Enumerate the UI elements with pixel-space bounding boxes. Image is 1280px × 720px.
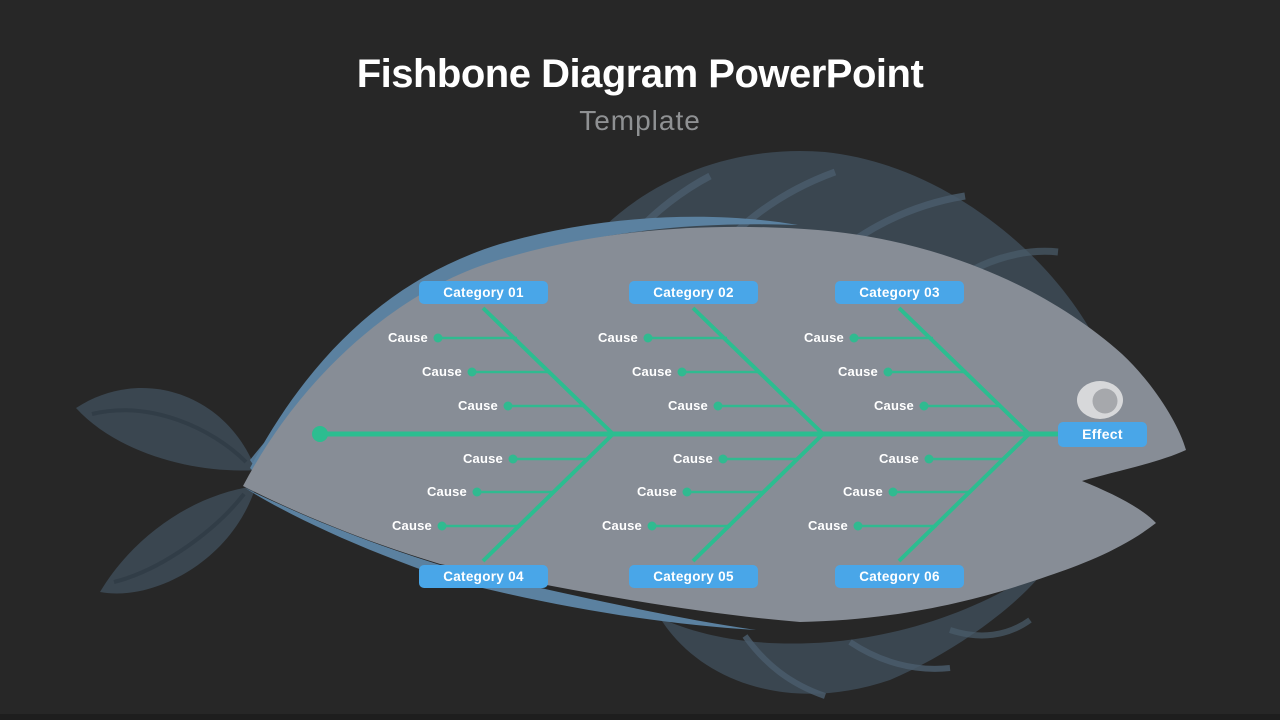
cause-label[interactable]: Cause <box>842 484 883 499</box>
cause-label[interactable]: Cause <box>426 484 467 499</box>
spine-start-dot <box>312 426 328 442</box>
category-box-04[interactable]: Category 04 <box>419 565 548 588</box>
category-box-05[interactable]: Category 05 <box>629 565 758 588</box>
slide-title[interactable]: Fishbone Diagram PowerPoint <box>356 52 924 96</box>
cause-label[interactable]: Cause <box>672 451 713 466</box>
category-box-02[interactable]: Category 02 <box>629 281 758 304</box>
cause-label[interactable]: Cause <box>421 364 462 379</box>
cause-connectors <box>433 333 1004 531</box>
cause-label[interactable]: Cause <box>636 484 677 499</box>
bone-category-06 <box>897 432 1031 563</box>
cause-label[interactable]: Cause <box>387 330 428 345</box>
cause-label[interactable]: Cause <box>807 518 848 533</box>
bottom-edge-strip <box>0 714 1280 720</box>
fish-body <box>243 226 1186 622</box>
slide-subtitle[interactable]: Template <box>579 105 701 136</box>
cause-label[interactable]: Cause <box>837 364 878 379</box>
fish-eye <box>1077 381 1123 419</box>
bone-category-04 <box>481 432 615 563</box>
cause-label[interactable]: Cause <box>597 330 638 345</box>
cause-label[interactable]: Cause <box>601 518 642 533</box>
cause-label[interactable]: Cause <box>457 398 498 413</box>
cause-label[interactable]: Cause <box>878 451 919 466</box>
category-box-03[interactable]: Category 03 <box>835 281 964 304</box>
fishbone-skeleton <box>312 306 1060 563</box>
cause-label[interactable]: Cause <box>803 330 844 345</box>
cause-label[interactable]: Cause <box>631 364 672 379</box>
bone-category-05 <box>691 432 825 563</box>
cause-label[interactable]: Cause <box>873 398 914 413</box>
category-box-01[interactable]: Category 01 <box>419 281 548 304</box>
tail-fin <box>76 388 256 594</box>
effect-box[interactable]: Effect <box>1058 422 1147 447</box>
category-box-06[interactable]: Category 06 <box>835 565 964 588</box>
cause-label[interactable]: Cause <box>391 518 432 533</box>
cause-label[interactable]: Cause <box>462 451 503 466</box>
cause-label[interactable]: Cause <box>667 398 708 413</box>
ventral-fin <box>660 560 1052 699</box>
